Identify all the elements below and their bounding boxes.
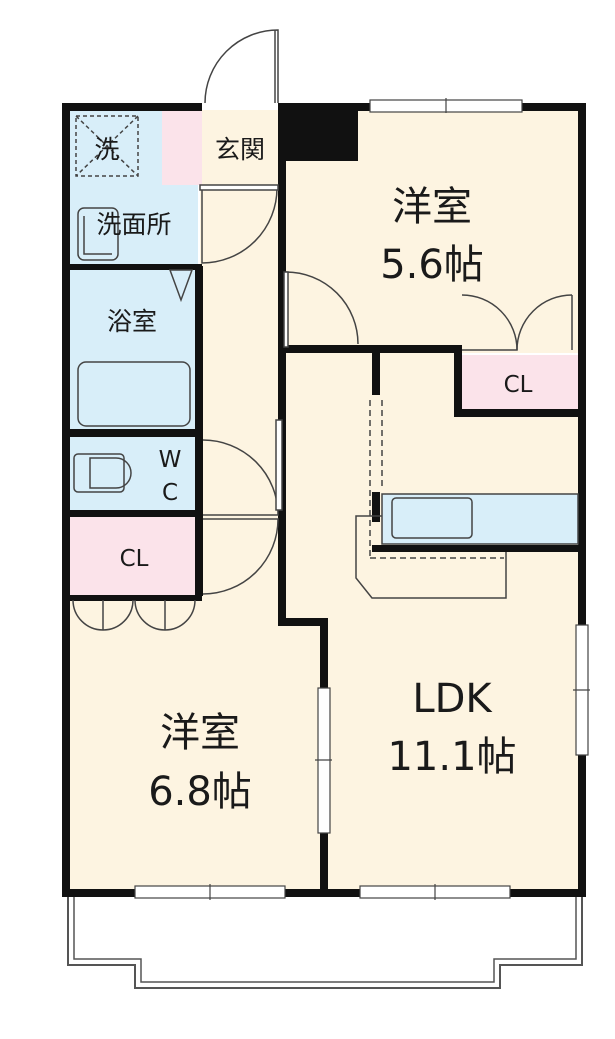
ldk-size: 11.1帖 <box>387 734 516 780</box>
upper-bedroom-name: 洋室 <box>392 184 472 230</box>
washroom-label: 洗面所 <box>96 210 171 239</box>
entrance-door <box>204 29 279 104</box>
washer-pan <box>75 115 139 177</box>
lower-bedroom-name: 洋室 <box>160 710 240 756</box>
room-labels: 洋室 5.6帖 洋室 6.8帖 LDK 11.1帖 玄関 洗 洗面所 浴室 W … <box>94 135 532 815</box>
closet-upper-label: CL <box>504 372 533 398</box>
ldk-name: LDK <box>412 676 493 722</box>
ldk-floor <box>286 353 582 894</box>
closet-lower-door-3 <box>134 599 166 631</box>
laundry-label: 洗 <box>94 135 119 164</box>
lower-bedroom-size: 6.8帖 <box>148 769 252 815</box>
balcony-outline <box>67 897 583 989</box>
lower-bedroom-door <box>202 518 279 595</box>
closet-upper-door-right <box>516 294 573 351</box>
wc-floor <box>70 436 198 513</box>
closet-upper-floor <box>460 355 578 410</box>
balcony-inner-outline <box>73 897 577 983</box>
entrance-hall-door <box>201 187 278 264</box>
floor-fills <box>68 103 582 894</box>
laundry-floor <box>70 110 162 185</box>
kitchen-counter <box>381 493 579 545</box>
entrance-floor <box>200 110 278 188</box>
lower-bedroom-floor <box>68 597 326 894</box>
kitchen-peninsula <box>355 515 507 599</box>
closet-lower-label: CL <box>120 546 149 572</box>
closet-lower-door-2 <box>102 599 134 631</box>
entrance-tile-floor <box>162 110 202 185</box>
toilet-c-label: C <box>162 480 178 506</box>
bathroom-label: 浴室 <box>107 307 157 336</box>
closet-lower-door-1 <box>72 599 104 631</box>
toilet-w-label: W <box>159 447 182 473</box>
closet-lower-floor <box>70 516 198 596</box>
upper-bedroom-door <box>285 271 359 345</box>
closet-lower-door-4 <box>164 599 196 631</box>
bath-floor <box>70 268 198 431</box>
entrance-label: 玄関 <box>215 135 265 164</box>
entrance-shoe-cabinet <box>286 103 358 161</box>
fixtures <box>73 115 579 599</box>
interior-doors <box>72 184 573 631</box>
upper-bedroom-size: 5.6帖 <box>380 242 484 288</box>
